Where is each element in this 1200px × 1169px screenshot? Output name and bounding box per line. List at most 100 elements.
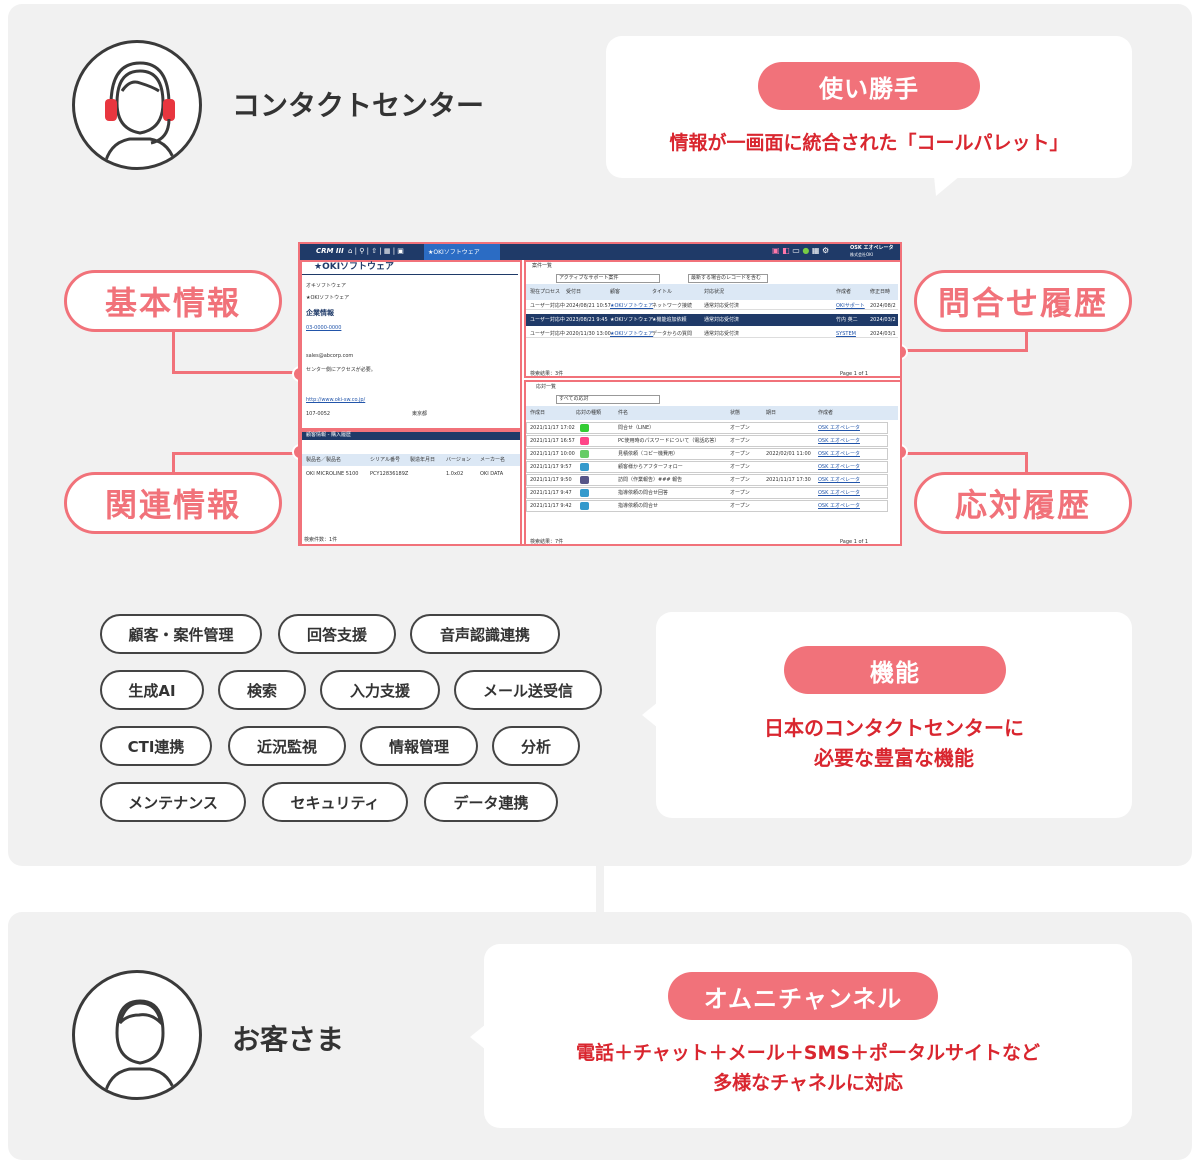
features-badge: 機能: [784, 646, 1006, 694]
crm-zip: 107-0052: [306, 411, 331, 417]
crm-related-col-1: シリアル番号: [370, 457, 400, 463]
crm-brand: CRM III: [316, 247, 344, 255]
crm-response-row[interactable]: [526, 487, 888, 499]
crm-response-row[interactable]: [526, 500, 888, 512]
label-response-history: 応対履歴: [914, 472, 1132, 534]
crm-inq-r1-c7[interactable]: 竹内 英二: [836, 317, 858, 323]
omni-text-2: 多様なチャネルに対応: [713, 1072, 903, 1094]
crm-inquiry-col-1: 受付日: [566, 289, 582, 295]
omni-text-1: 電話＋チャット＋メール＋SMS＋ポータルサイトなど: [575, 1042, 1041, 1064]
crm-response-row[interactable]: [526, 422, 888, 434]
crm-response-row[interactable]: [526, 461, 888, 473]
crm-response-cell: 2021/11/17 9:47: [530, 490, 572, 496]
crm-response-cell[interactable]: OSK エオペレータ: [818, 425, 860, 431]
usability-badge: 使い勝手: [758, 62, 980, 110]
crm-inq-r2-c0: ユーザー対応中: [530, 331, 565, 337]
crm-response-filter[interactable]: すべての応対: [556, 395, 660, 404]
crm-related-col-0: 製品名／製品名: [306, 457, 342, 463]
crm-response-page: Page 1 of 1: [840, 539, 869, 545]
crm-inq-r2-c2[interactable]: ★OKIソフトウェア: [610, 331, 654, 337]
crm-company: 株式会社OKI: [850, 252, 873, 257]
crm-inq-r1-c3: ★機能追加依頼: [652, 317, 687, 323]
crm-url-link[interactable]: http://www.oki-sw.co.jp/: [306, 397, 366, 403]
crm-inquiry-col-8: 修正日時: [870, 289, 891, 295]
crm-inq-r0-c1: 2024/08/21 10:57: [566, 303, 611, 309]
channel-icon: [580, 489, 589, 497]
crm-response-cell: 2021/11/17 9:42: [530, 503, 572, 509]
crm-call-palette-screenshot: CRM III ⌂ | ⚲ | ⇧ | ▦ | ▣ ★OKIソフトウェア OSK…: [298, 242, 902, 546]
crm-response-row[interactable]: [526, 474, 888, 486]
chip-analysis: 分析: [492, 726, 580, 766]
customer-title: お客さま: [232, 1023, 345, 1056]
crm-inq-r1-c2[interactable]: ★OKIソフトウェア: [610, 317, 654, 323]
crm-related-headerbar: [302, 432, 520, 440]
crm-email: sales@abcorp.com: [306, 353, 354, 359]
chip-info-management: 情報管理: [360, 726, 478, 766]
crm-active-tab[interactable]: ★OKIソフトウェア: [424, 244, 500, 260]
crm-user: OSK エオペレータ: [850, 245, 894, 251]
crm-response-row[interactable]: [526, 448, 888, 460]
crm-response-cell: 2022/02/01 11:00: [766, 451, 811, 457]
label-related-info: 関連情報: [64, 472, 282, 534]
crm-inq-r0-c2[interactable]: ★OKIソフトウェア: [610, 303, 654, 309]
chip-security: セキュリティ: [262, 782, 408, 822]
crm-note: センター側にアクセスが必要。: [306, 367, 376, 373]
chip-input-support: 入力支援: [320, 670, 440, 710]
operator-avatar-icon: [72, 40, 202, 170]
chip-search: 検索: [218, 670, 306, 710]
crm-response-cell[interactable]: OSK エオペレータ: [818, 503, 860, 509]
crm-kana: オキソフトウェア: [306, 283, 347, 289]
crm-response-col-1: 応対の種類: [576, 410, 602, 416]
crm-response-col-4: 期日: [766, 410, 777, 416]
crm-related-count: 検索件数：1件: [304, 537, 338, 543]
crm-nav-icons: ⌂ | ⚲ | ⇧ | ▦ | ▣: [348, 247, 404, 255]
crm-inquiry-col-2: 顧客: [610, 289, 621, 295]
crm-response-cell: 問合せ（LINE）: [618, 425, 655, 431]
crm-toolbar-icons: ▣ ◧ ▭ ● ▦ ⚙: [772, 246, 830, 255]
chip-data-link: データ連携: [424, 782, 558, 822]
channel-icon: [580, 437, 589, 445]
crm-response-header: 応対一覧: [536, 384, 557, 390]
bubble-tail: [934, 176, 960, 196]
crm-related-colhdr: [302, 454, 520, 466]
crm-inq-r1-c8: 2024/03/2: [870, 317, 896, 323]
connector-related: [172, 452, 300, 474]
crm-customer-name-small: ★OKIソフトウェア: [306, 295, 350, 301]
crm-response-cell[interactable]: OSK エオペレータ: [818, 451, 860, 457]
crm-customer-name: ★OKIソフトウェア: [314, 262, 395, 272]
crm-response-cell: 顧客様からアフターフォロー: [618, 464, 683, 470]
crm-response-cell: オープン: [730, 438, 750, 444]
crm-response-cell: 見積依頼（コピー機費用）: [618, 451, 679, 457]
crm-inquiry-row-selected[interactable]: [526, 314, 898, 326]
crm-response-cell[interactable]: OSK エオペレータ: [818, 464, 860, 470]
crm-inquiry-count: 検索結果：3件: [530, 371, 564, 377]
crm-inquiry-filter[interactable]: アクティブなサポート案件: [556, 274, 660, 283]
crm-response-col-3: 状態: [730, 410, 741, 416]
crm-inquiry-colhdr: [526, 284, 898, 300]
chip-generative-ai: 生成AI: [100, 670, 204, 710]
crm-response-cell[interactable]: OSK エオペレータ: [818, 477, 860, 483]
crm-response-cell[interactable]: OSK エオペレータ: [818, 438, 860, 444]
crm-inquiry-sort[interactable]: 最新する場合のレコードを含む: [688, 274, 768, 283]
channel-icon: [580, 463, 589, 471]
channel-icon: [580, 502, 589, 510]
crm-response-cell[interactable]: OSK エオペレータ: [818, 490, 860, 496]
crm-related-cell-4: OKI DATA: [480, 471, 504, 477]
crm-response-row[interactable]: [526, 435, 888, 447]
chip-answer-support: 回答支援: [278, 614, 396, 654]
crm-response-cell: 指導依頼の問合せ: [618, 503, 659, 509]
crm-related-col-3: バージョン: [446, 457, 471, 463]
crm-inq-r0-c7[interactable]: OKIサポート: [836, 303, 865, 309]
crm-phone-link[interactable]: 03-0000-0000: [306, 325, 342, 331]
crm-response-cell: 2021/11/17 17:02: [530, 425, 575, 431]
crm-inquiry-row[interactable]: [526, 300, 898, 310]
crm-response-cell: オープン: [730, 503, 750, 509]
crm-inq-r1-c1: 2023/08/21 9:45: [566, 317, 608, 323]
crm-related-cell-1: PCY12836189Z: [370, 471, 409, 477]
crm-inq-r2-c7[interactable]: SYSTEM: [836, 331, 856, 337]
label-basic-info: 基本情報: [64, 270, 282, 332]
crm-response-count: 検索結果：7件: [530, 539, 564, 545]
crm-inquiry-row[interactable]: [526, 328, 898, 338]
crm-inquiry-header: 案件一覧: [532, 263, 553, 269]
crm-response-cell: オープン: [730, 451, 750, 457]
